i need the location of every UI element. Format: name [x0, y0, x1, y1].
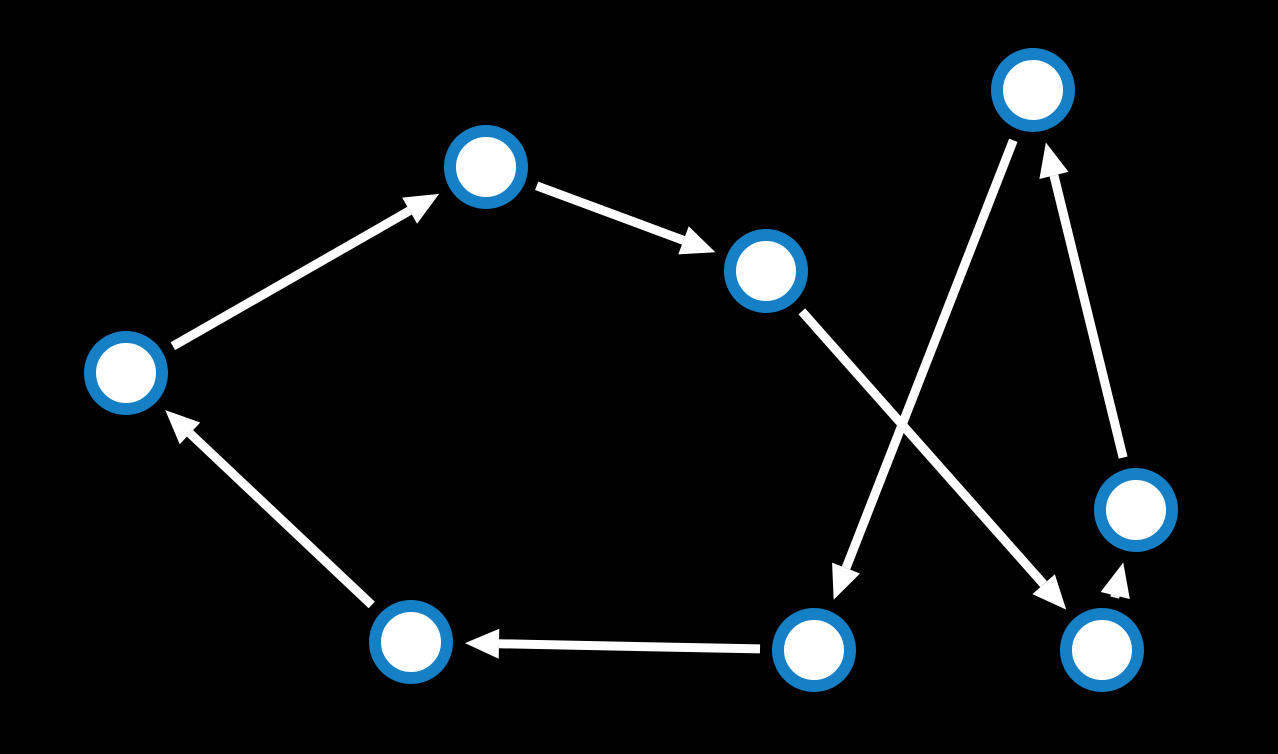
edge-node-middle-to-node-bottom-right	[798, 308, 1047, 588]
edge-node-bottom-mid-to-node-bottom-left	[498, 639, 761, 654]
node-top-right	[991, 48, 1075, 132]
node-right	[1094, 468, 1178, 552]
node-left	[84, 331, 168, 415]
edge-node-top-right-to-node-bottom-mid	[841, 138, 1018, 570]
arrowhead-node-bottom-mid-to-node-bottom-left	[464, 628, 500, 659]
arrowhead-node-middle-to-node-bottom-right	[1032, 574, 1067, 610]
node-bottom-mid	[772, 608, 856, 692]
edge-node-bottom-left-to-node-left	[186, 430, 375, 609]
edge-node-right-to-node-top-right	[1049, 174, 1128, 459]
node-bottom-left	[369, 600, 453, 684]
arrowhead-node-upper-mid-to-node-middle	[678, 226, 716, 255]
arrowhead-node-top-right-to-node-bottom-mid	[832, 562, 861, 600]
edge-node-upper-mid-to-node-middle	[535, 181, 686, 245]
arrowhead-node-bottom-right-to-node-right	[1100, 562, 1130, 600]
arrowhead-node-bottom-left-to-node-left	[165, 410, 201, 445]
node-bottom-right	[1060, 608, 1144, 692]
arrowhead-node-left-to-node-upper-mid	[402, 193, 440, 224]
node-middle	[724, 229, 808, 313]
edge-node-left-to-node-upper-mid	[170, 206, 412, 351]
arrowhead-node-right-to-node-top-right	[1039, 142, 1069, 180]
node-upper-mid	[444, 125, 528, 209]
